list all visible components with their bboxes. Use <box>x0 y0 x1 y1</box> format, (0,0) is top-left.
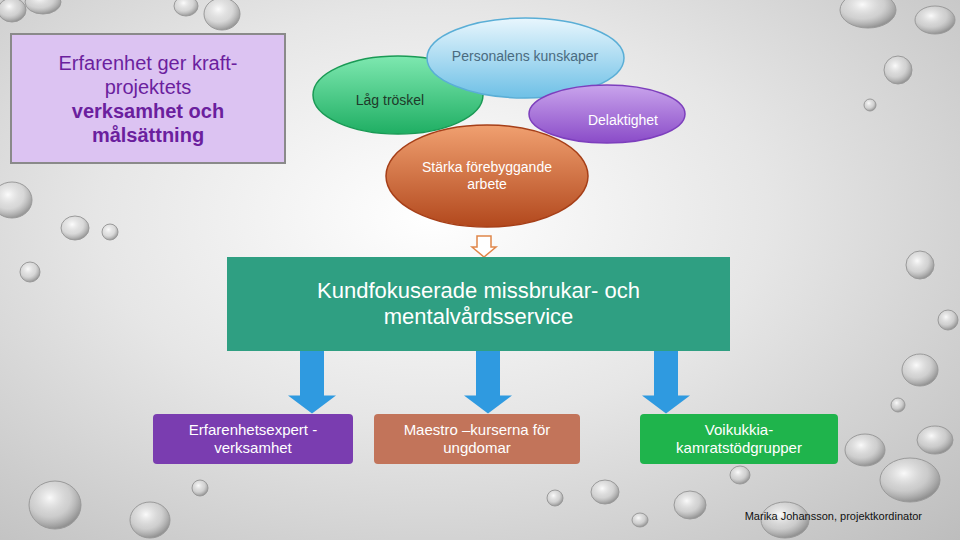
ellipse-shape <box>529 85 685 143</box>
ellipse-shape <box>386 125 588 227</box>
author-note: Marika Johansson, projektkordinator <box>745 510 922 522</box>
node-text: Låg tröskel <box>356 92 424 109</box>
ellipse-node: Delaktighet <box>528 84 686 144</box>
service-box: Voikukkia- kamratstödgrupper <box>640 414 838 464</box>
node-text: Maestro –kurserna för ungdomar <box>380 421 574 457</box>
node-text: Delaktighet <box>588 112 658 129</box>
ellipse-node: Stärka förebyggande arbete <box>385 124 589 228</box>
title-box: Erfarenhet ger kraft- projektetsverksamh… <box>10 33 286 164</box>
service-band: Kundfokuserade missbrukar- och mentalvår… <box>227 257 730 351</box>
node-text: Kundfokuserade missbrukar- och mentalvår… <box>241 278 716 331</box>
block-arrow <box>642 351 690 414</box>
service-box: Maestro –kurserna för ungdomar <box>374 414 580 464</box>
node-text: Erfarenhetsexpert - verksamhet <box>159 421 347 457</box>
block-arrow <box>464 351 512 414</box>
block-arrow <box>288 351 336 414</box>
node-text: Stärka förebyggande arbete <box>403 159 571 193</box>
node-text: Voikukkia- kamratstödgrupper <box>646 421 832 457</box>
node-text: Erfarenhet ger kraft- projektets <box>24 51 272 99</box>
block-arrow <box>472 236 496 257</box>
node-text: Personalens kunskaper <box>452 48 598 65</box>
service-box: Erfarenhetsexpert - verksamhet <box>153 414 353 464</box>
node-text: verksamhet och målsättning <box>24 99 272 147</box>
